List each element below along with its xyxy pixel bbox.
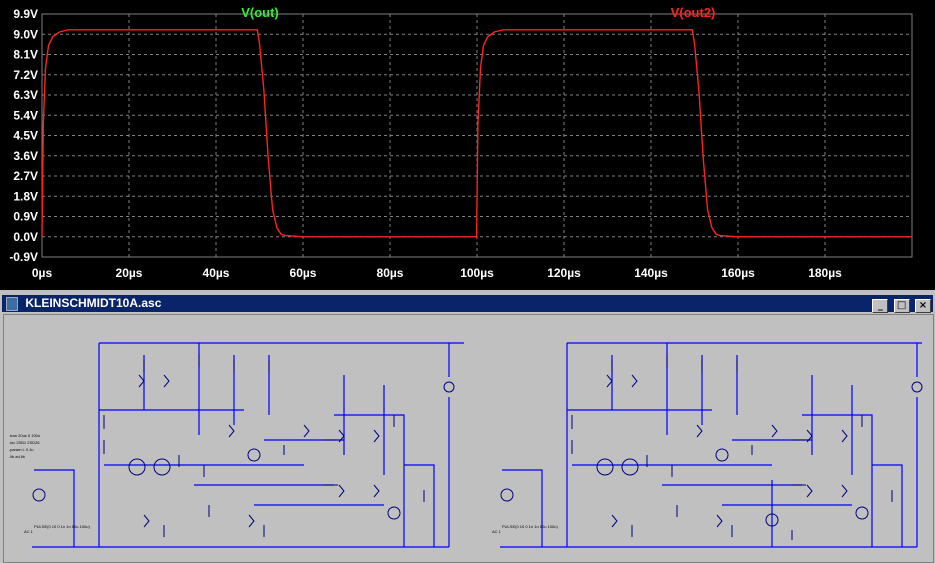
y-tick-label: 9.9V [13, 7, 38, 21]
circuit-right[interactable]: PULSE(0 10 0 1n 1n 50u 100u) AC 1 [492, 342, 923, 548]
waveform-plot[interactable]: 9.9V 9.0V 8.1V 7.2V 6.3V 5.4V 4.5V 3.6V 2.7V 1.8V… [0, 0, 935, 290]
svg-text:.tran 20us 0 100u: .tran 20us 0 100u [9, 433, 40, 438]
y-tick-label: 4.5V [13, 129, 38, 143]
svg-text:AC 1: AC 1 [24, 529, 34, 534]
schematic-window[interactable]: KLEINSCHMIDT10A.asc _ □ × .tran 20us 0 1… [0, 294, 935, 563]
y-tick-label: -0.9V [9, 250, 38, 264]
svg-text:.inc 2SB1 2SD26: .inc 2SB1 2SD26 [9, 440, 40, 445]
y-tick-label: 1.8V [13, 189, 38, 203]
y-tick-label: 5.4V [13, 108, 38, 122]
y-tick-label: 0.9V [13, 210, 38, 224]
pane-divider[interactable] [0, 290, 935, 294]
y-tick-label: 0.0V [13, 230, 38, 244]
y-tick-label: 9.0V [13, 27, 38, 41]
trace-label-out[interactable]: V(out) [241, 5, 279, 20]
x-tick-label: 40µs [203, 266, 230, 280]
x-tick-label: 20µs [116, 266, 143, 280]
svg-text:.lib ad.lib: .lib ad.lib [9, 454, 26, 459]
minimize-button[interactable]: _ [872, 299, 889, 313]
x-tick-label: 140µs [634, 266, 668, 280]
x-axis-ticks: 0µs 20µs 40µs 60µs 80µs 100µs 120µs 140µs 160µs 1… [32, 266, 842, 280]
y-tick-label: 6.3V [13, 88, 38, 102]
x-tick-label: 80µs [377, 266, 404, 280]
y-tick-label: 2.7V [13, 169, 38, 183]
schematic-title: KLEINSCHMIDT10A.asc [25, 296, 162, 310]
schematic-title-bar[interactable]: KLEINSCHMIDT10A.asc _ □ × [2, 295, 933, 313]
y-tick-label: 8.1V [13, 48, 38, 62]
y-axis-ticks: 9.9V 9.0V 8.1V 7.2V 6.3V 5.4V 4.5V 3.6V 2.7V 1.8V… [9, 7, 38, 264]
schematic-file-icon [6, 297, 18, 311]
svg-text:PULSE(0 10 0 1n 1n 50u 100u): PULSE(0 10 0 1n 1n 50u 100u) [34, 524, 90, 529]
x-tick-label: 60µs [290, 266, 317, 280]
trace-out2-line[interactable] [41, 29, 912, 238]
trace-label-out2[interactable]: V(out2) [671, 5, 716, 20]
x-tick-label: 180µs [808, 266, 842, 280]
maximize-button[interactable]: □ [893, 299, 910, 313]
waveform-plot-pane[interactable]: 9.9V 9.0V 8.1V 7.2V 6.3V 5.4V 4.5V 3.6V 2.7V 1.8V… [0, 0, 935, 290]
x-tick-label: 0µs [32, 266, 53, 280]
circuit-left[interactable]: .tran 20us 0 100u .inc 2SB1 2SD26 .param… [9, 342, 464, 548]
svg-text:PULSE(0 10 0 1n 1n 50u 100u): PULSE(0 10 0 1n 1n 50u 100u) [502, 524, 558, 529]
x-tick-label: 120µs [547, 266, 581, 280]
x-tick-label: 160µs [721, 266, 755, 280]
schematic-canvas[interactable]: .tran 20us 0 100u .inc 2SB1 2SD26 .param… [3, 314, 934, 563]
x-tick-label: 100µs [460, 266, 494, 280]
close-button[interactable]: × [915, 299, 931, 313]
y-tick-label: 7.2V [13, 68, 38, 82]
y-tick-label: 3.6V [13, 149, 38, 163]
svg-text:.param L 0.1u: .param L 0.1u [9, 447, 34, 452]
svg-text:AC 1: AC 1 [492, 529, 502, 534]
